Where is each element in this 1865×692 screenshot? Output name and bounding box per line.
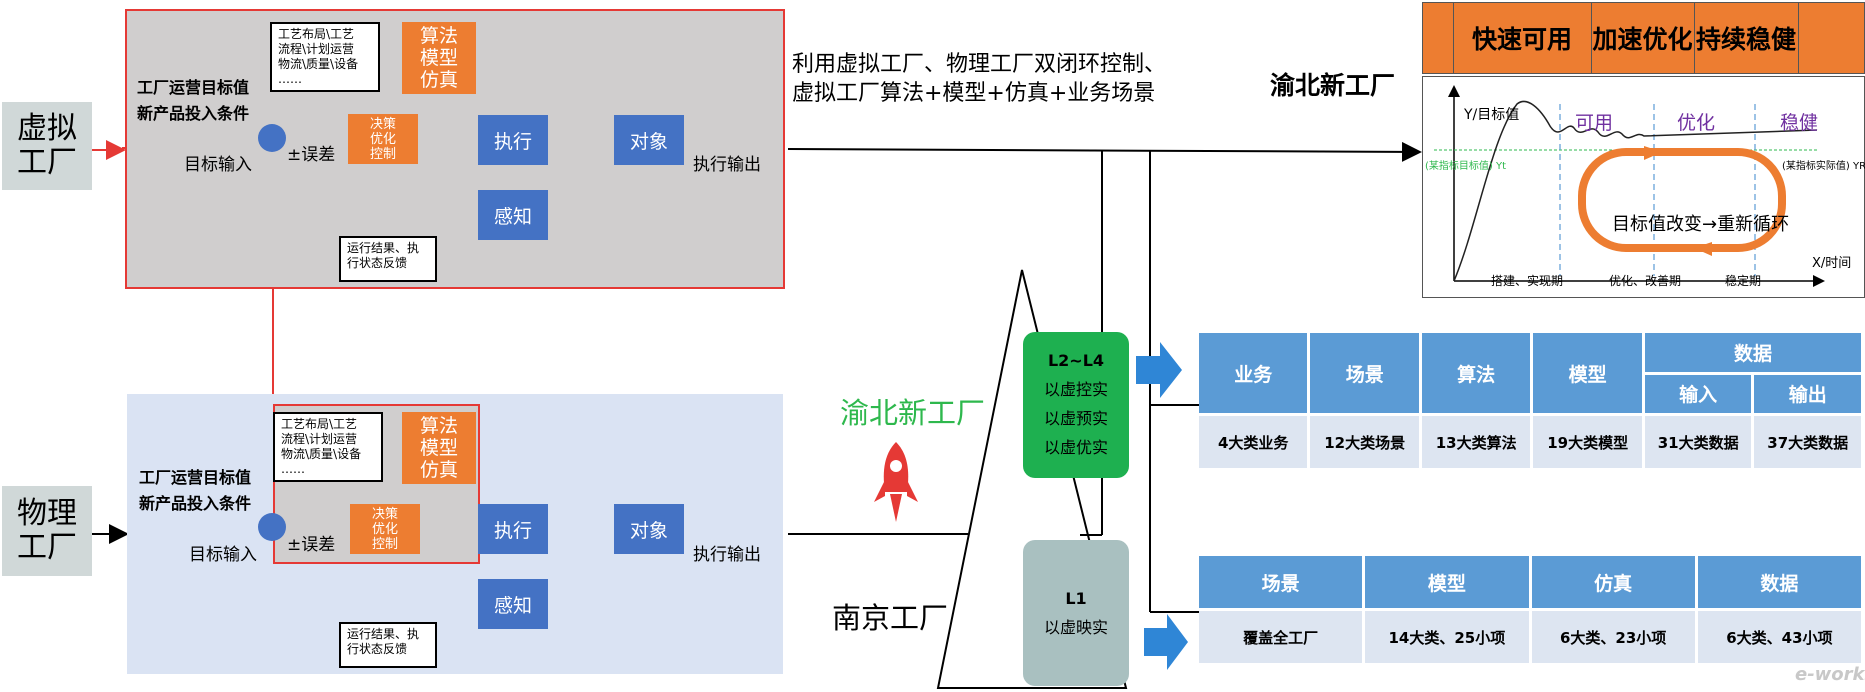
stage-label: 可用 [1575,112,1614,134]
goal-line-2: 新产品投入条件 [139,494,252,513]
phase-divider [1694,2,1695,74]
level-title: L1 [1065,589,1087,608]
table-header: 场景 [1310,333,1419,413]
table-cell: 37大类数据 [1754,416,1861,468]
control-curve-panel [1422,76,1865,298]
table-cell: 6大类、43小项 [1697,611,1861,663]
period-label: 搭建、实现期 [1491,274,1564,288]
table-cell: 覆盖全工厂 [1199,611,1363,663]
table-cell: 19大类模型 [1533,416,1642,468]
watermark-logo: e-works [1795,664,1865,685]
stage-label: 稳健 [1780,112,1819,134]
level-l1-block: L1 以虚映实 [1023,540,1129,686]
algorithm-model-sim-box: 算法 模型 仿真 [402,412,476,484]
table-header: 数据 [1644,333,1861,372]
table-header: 场景 [1199,556,1363,608]
phase-divider [1453,2,1454,74]
table-header: 模型 [1533,333,1642,413]
level-line: 以虚控实 [1043,380,1108,399]
control-curve-chart [1434,85,1825,287]
yubei-title: 渝北新工厂 [1270,71,1396,100]
table-header: 模型 [1365,556,1529,608]
table-cell: 13大类算法 [1421,416,1531,468]
level-line: 以虚优实 [1043,438,1108,457]
rocket-icon [874,442,918,522]
level-title: L2~L4 [1047,351,1105,370]
execute-output-label: 执行输出 [693,545,761,565]
headline-line-1: 利用虚拟工厂、物理工厂双闭环控制、 [792,52,1167,77]
table-cell: 31大类数据 [1644,416,1752,468]
algorithm-model-sim-box: 算法 模型 仿真 [402,22,476,94]
goal-line-2: 新产品投入条件 [137,104,250,123]
process-note: 工艺布局\工艺 流程\计划运营 物流\质量\设备 …… [273,412,383,482]
table-row: 4大类业务 12大类场景 13大类算法 19大类模型 31大类数据 37大类数据 [1199,416,1861,468]
goal-line-1: 工厂运营目标值 [137,78,250,97]
table-cell: 12大类场景 [1310,416,1419,468]
object-box: 对象 [614,115,684,165]
yubei-factory-label: 渝北新工厂 [840,396,986,430]
table-cell: 4大类业务 [1199,416,1308,468]
decision-control-box: 决策 优化 控制 [348,114,418,164]
nanjing-factory-label: 南京工厂 [832,601,949,635]
table-cell: 14大类、25小项 [1365,611,1529,663]
phases-bar [1422,2,1865,74]
error-label: ±误差 [287,145,336,165]
table-row: 覆盖全工厂 14大类、25小项 6大类、23小项 6大类、43小项 [1199,611,1861,663]
level-l2-l4-block: L2~L4 以虚控实 以虚预实 以虚优实 [1023,332,1129,478]
error-label: ±误差 [287,535,336,555]
phase-divider [1798,2,1799,74]
decision-control-box: 决策 优化 控制 [350,504,420,554]
kpi-table-l2-l4: 业务 场景 算法 模型 数据 输入 输出 4大类业务 12大类场景 13大类算法… [1196,330,1864,471]
kpi-table-l1: 场景 模型 仿真 数据 覆盖全工厂 14大类、25小项 6大类、23小项 6大类… [1196,553,1864,666]
sense-box: 感知 [478,190,548,240]
sense-box: 感知 [478,579,548,629]
table-header: 算法 [1421,333,1531,413]
x-axis-label: X/时间 [1812,256,1852,271]
process-note: 工艺布局\工艺 流程\计划运营 物流\质量\设备 …… [270,22,380,92]
table-header: 数据 [1697,556,1861,608]
table-subheader: 输入 [1644,374,1752,413]
execute-output-label: 执行输出 [693,155,761,175]
goal-line-1: 工厂运营目标值 [139,468,252,487]
comparator-node [258,513,286,541]
y-axis-label: Y/目标值 [1464,107,1520,123]
table-cell: 6大类、23小项 [1531,611,1695,663]
phase-label: 持续稳健 [1695,25,1796,54]
target-input-label: 目标输入 [184,155,252,175]
level-line: 以虚映实 [1043,618,1108,637]
stage-label: 优化 [1677,112,1716,134]
period-label: 优化、改善期 [1609,274,1682,288]
physical-factory-label: 物理 工厂 [2,486,92,576]
table-header: 仿真 [1531,556,1695,608]
table-subheader: 输出 [1754,374,1861,413]
feedback-note: 运行结果、执 行状态反馈 [339,236,437,282]
headline-line-2: 虚拟工厂算法+模型+仿真+业务场景 [792,81,1156,106]
object-box: 对象 [614,504,684,554]
period-label: 稳定期 [1725,274,1762,288]
actual-value-label: (某指标实际值) YR [1782,161,1865,172]
loop-label: 目标值改变→重新循环 [1612,214,1790,235]
feedback-note: 运行结果、执 行状态反馈 [339,622,437,668]
target-value-label: (某指标目标值) Yt [1425,161,1507,172]
level-line: 以虚预实 [1043,409,1108,428]
virtual-factory-label: 虚拟 工厂 [2,102,92,190]
phase-label: 快速可用 [1471,25,1572,54]
execute-box: 执行 [478,504,548,554]
phase-label: 加速优化 [1592,25,1693,54]
table-header: 业务 [1199,333,1308,413]
phase-divider [1591,2,1592,74]
comparator-node [258,124,286,152]
execute-box: 执行 [478,115,548,165]
target-input-label: 目标输入 [189,545,257,565]
